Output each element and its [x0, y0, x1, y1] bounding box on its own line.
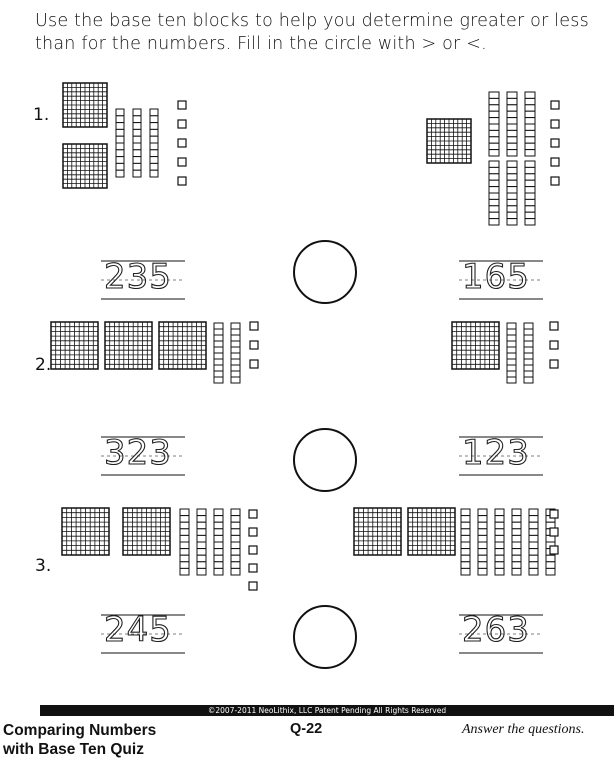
hundreds-flat — [426, 118, 472, 164]
ones-cube — [249, 321, 259, 331]
ones-cube — [248, 563, 258, 573]
hundreds-flat — [407, 507, 456, 556]
tens-rod — [179, 508, 190, 576]
problem-3-answer-circle[interactable] — [293, 605, 357, 669]
tens-rod — [230, 322, 241, 384]
hundreds-flat — [62, 82, 108, 128]
ones-cube — [550, 138, 560, 148]
problem-1-left-number: 235 — [103, 256, 172, 297]
tens-rod — [196, 508, 207, 576]
problem-1-label: 1. — [33, 105, 50, 125]
tens-rod — [545, 508, 556, 576]
tens-rod — [511, 508, 522, 576]
ones-cube — [549, 545, 559, 555]
ones-cube — [549, 359, 559, 369]
hundreds-flat — [50, 321, 99, 370]
tens-rod — [528, 508, 539, 576]
tens-rod — [149, 108, 159, 178]
ones-cube — [550, 100, 560, 110]
worksheet-code: Q-22 — [290, 721, 323, 737]
tens-rod — [506, 322, 517, 384]
worksheet-title-line1: Comparing Numbers — [3, 722, 157, 739]
ones-cube — [550, 176, 560, 186]
ones-cube — [248, 509, 258, 519]
hundreds-flat — [62, 143, 108, 189]
tens-rod — [494, 508, 505, 576]
hundreds-flat — [61, 507, 110, 556]
base-ten-blocks — [50, 82, 560, 654]
problem-3-right-number: 263 — [461, 609, 530, 650]
hundreds-flat — [122, 507, 171, 556]
tens-rod — [524, 160, 536, 226]
ones-cube — [249, 340, 259, 350]
worksheet-title: Comparing Numbers with Base Ten Quiz — [3, 721, 156, 759]
ones-cube — [177, 138, 187, 148]
tens-rod — [115, 108, 125, 178]
problem-2-label: 2. — [35, 355, 52, 375]
ones-cube — [177, 119, 187, 129]
tens-rod — [506, 91, 518, 157]
tens-rod — [477, 508, 488, 576]
problem-3-label: 3. — [35, 556, 52, 576]
footer-instruction: Answer the questions. — [462, 722, 585, 737]
tens-rod — [488, 160, 500, 226]
ones-cube — [248, 581, 258, 591]
problem-3-left-number: 245 — [103, 609, 172, 650]
hundreds-flat — [158, 321, 207, 370]
instructions: Use the base ten blocks to help you dete… — [35, 11, 589, 54]
tens-rod — [523, 322, 534, 384]
ones-cube — [549, 340, 559, 350]
problem-2-left-number: 323 — [103, 432, 172, 473]
ones-cube — [177, 157, 187, 167]
tens-rod — [460, 508, 471, 576]
hundreds-flat — [104, 321, 153, 370]
problem-2-right-number: 123 — [461, 432, 530, 473]
tens-rod — [230, 508, 241, 576]
ones-cube — [177, 176, 187, 186]
copyright-bar: ©2007-2011 NeoLithix, LLC Patent Pending… — [40, 705, 614, 716]
ones-cube — [248, 527, 258, 537]
ones-cube — [249, 359, 259, 369]
problem-1-answer-circle[interactable] — [293, 240, 357, 304]
worksheet-title-line2: with Base Ten Quiz — [3, 741, 144, 758]
ones-cube — [248, 545, 258, 555]
problem-1-right-number: 165 — [461, 256, 530, 297]
tens-rod — [213, 508, 224, 576]
ones-cube — [549, 527, 559, 537]
ones-cube — [177, 100, 187, 110]
problem-2-answer-circle[interactable] — [293, 428, 357, 492]
tens-rod — [488, 91, 500, 157]
tens-rod — [506, 160, 518, 226]
tens-rod — [132, 108, 142, 178]
hundreds-flat — [451, 321, 500, 370]
ones-cube — [549, 321, 559, 331]
ones-cube — [549, 509, 559, 519]
ones-cube — [550, 157, 560, 167]
tens-rod — [524, 91, 536, 157]
tens-rod — [213, 322, 224, 384]
ones-cube — [550, 119, 560, 129]
hundreds-flat — [353, 507, 402, 556]
